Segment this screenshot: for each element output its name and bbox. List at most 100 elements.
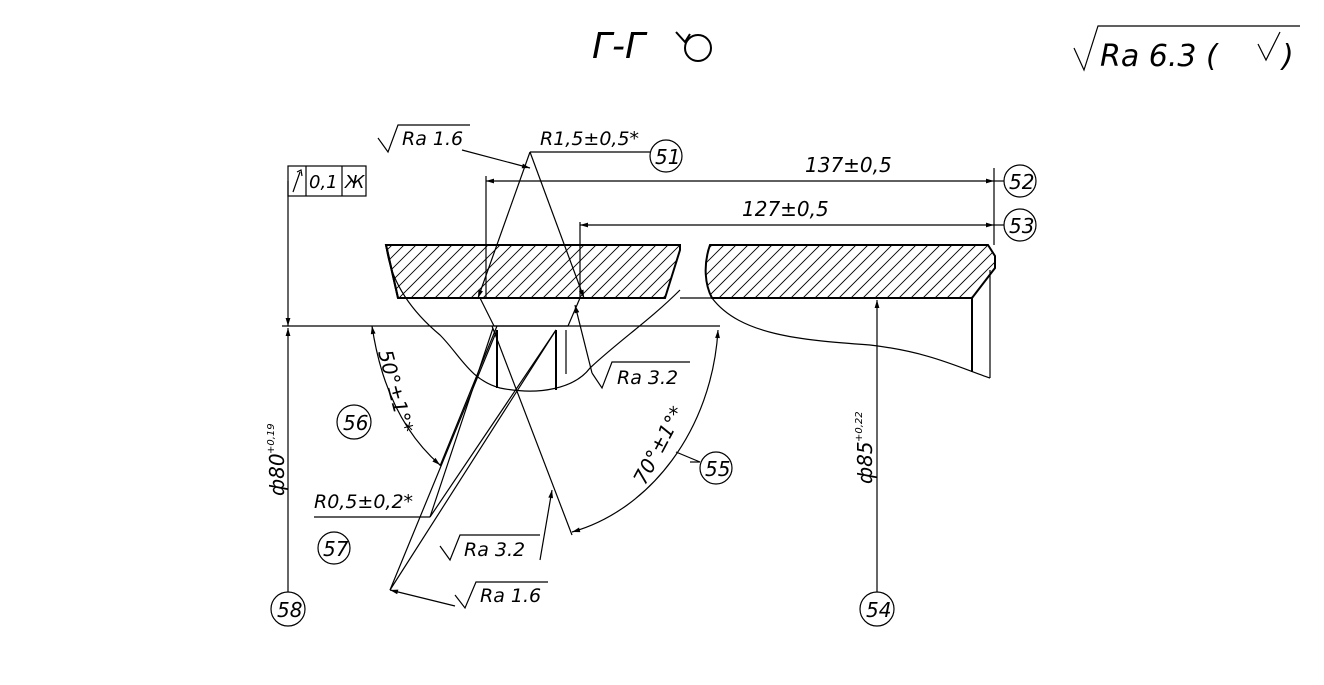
diameter-80-tol: +0,19 (266, 423, 277, 454)
hatch-line (578, 245, 633, 298)
hatch-line (958, 245, 995, 298)
roughness-mid-right-text: Ra 3.2 (617, 367, 678, 389)
hatch-line (898, 245, 953, 298)
dimension-137: 137±0,5 (486, 153, 994, 184)
hatch-line (470, 245, 525, 298)
hatch-line (838, 245, 893, 298)
svg-text:53: 53 (1009, 214, 1034, 238)
callout-55: 55 (699, 451, 733, 485)
hatch-line (554, 245, 609, 298)
hatch-line (542, 245, 597, 298)
hatch-line (718, 245, 773, 298)
hatch-line (386, 245, 393, 298)
diameter-80-text: ф80 (265, 453, 289, 496)
hatch-line (386, 245, 429, 298)
hatch-line (506, 245, 561, 298)
general-roughness-close-paren: ) (1280, 39, 1294, 74)
hatch-line (705, 245, 737, 298)
radius-bottom-text: R0,5±0,2* (314, 491, 413, 513)
hatch-line (994, 245, 995, 298)
hatch-line (766, 245, 821, 298)
angle-50-text: 50°±1°* (373, 347, 418, 435)
callout-54: 54 (859, 591, 895, 627)
radius-top-leader: R1,5±0,5* (477, 128, 650, 299)
hatch-line (754, 245, 809, 298)
hatch-line (327, 245, 380, 298)
hatch-line (614, 245, 669, 298)
roughness-bottom-text: Ra 1.6 (480, 585, 541, 607)
hatch-line (482, 245, 537, 298)
hatch-line (687, 245, 740, 298)
hatch-line (922, 245, 977, 298)
hatch-line (410, 245, 465, 298)
hatch-line (494, 245, 549, 298)
diameter-85-tol: +0,22 (854, 411, 865, 442)
hatch-line (886, 245, 941, 298)
hatch-line (874, 245, 929, 298)
hatch-line (705, 245, 725, 298)
hatch-line (850, 245, 905, 298)
roughness-top-left: Ra 1.6 (377, 124, 531, 169)
radius-bottom-leader: R0,5±0,2* (314, 327, 557, 518)
runout-arrow-icon (292, 169, 303, 193)
section-title: Г-Г (592, 26, 648, 67)
hatch-line (802, 245, 857, 298)
svg-text:51: 51 (655, 145, 680, 169)
hatch-line (706, 245, 761, 298)
hatch-line (386, 245, 417, 298)
roughness-top-left-text: Ra 1.6 (402, 128, 463, 150)
diameter-85-dimension: ф85 +0,22 (853, 300, 880, 592)
general-roughness-text: Ra 6.3 ( (1100, 39, 1219, 74)
hatch-line (730, 245, 785, 298)
hatch-line (530, 245, 585, 298)
hatch-line (566, 245, 621, 298)
dimension-127-text: 127±0,5 (742, 197, 829, 221)
roughness-bottom-mid: Ra 3.2 (439, 489, 554, 562)
svg-text:56: 56 (343, 411, 368, 435)
tolerance-value: 0,1 (309, 172, 338, 193)
rotated-view-icon (675, 31, 712, 62)
hatch-line (934, 245, 989, 298)
hatch-line (626, 245, 680, 298)
roughness-bottom: Ra 1.6 (389, 329, 557, 610)
callout-57: 57 (317, 531, 351, 565)
dimension-137-text: 137±0,5 (805, 153, 892, 177)
hatch-line (910, 245, 965, 298)
callout-52: 52 (994, 164, 1037, 198)
hatch-line (650, 245, 680, 298)
diameter-80-dimension: ф80 +0,19 (265, 328, 291, 592)
angle-70-text: 70°±1°* (628, 402, 689, 488)
hatch-line (790, 245, 845, 298)
hatch-line (434, 245, 489, 298)
roughness-bottom-mid-text: Ra 3.2 (464, 539, 525, 561)
hatch-line (446, 245, 501, 298)
hatch-line (814, 245, 869, 298)
svg-text:54: 54 (866, 598, 891, 622)
dimension-127: 127±0,5 (580, 197, 994, 228)
callout-51: 51 (649, 139, 683, 173)
diameter-85-text: ф85 (853, 441, 877, 484)
hatch-line (826, 245, 881, 298)
roughness-mid-right: Ra 3.2 (574, 304, 690, 390)
svg-text:57: 57 (323, 537, 349, 561)
callout-53: 53 (994, 208, 1037, 242)
hatch-line (982, 245, 995, 298)
angle-70-dimension: 70°±1°* (491, 325, 720, 536)
hatch-line (602, 245, 657, 298)
hatch-line (518, 245, 573, 298)
hatch-line (398, 245, 453, 298)
hatch-line (778, 245, 833, 298)
callout-56: 56 (336, 404, 372, 440)
hatch-line (386, 245, 441, 298)
tolerance-datum: Ж (344, 172, 365, 193)
hatch-line (705, 245, 749, 298)
hatch-line (946, 245, 995, 298)
callout-58: 58 (270, 591, 306, 627)
hatch-line (862, 245, 917, 298)
hatch-line (742, 245, 797, 298)
svg-text:55: 55 (705, 457, 730, 481)
hatch-line (590, 245, 645, 298)
hatch-line (386, 245, 405, 298)
part-right-section (680, 244, 996, 379)
